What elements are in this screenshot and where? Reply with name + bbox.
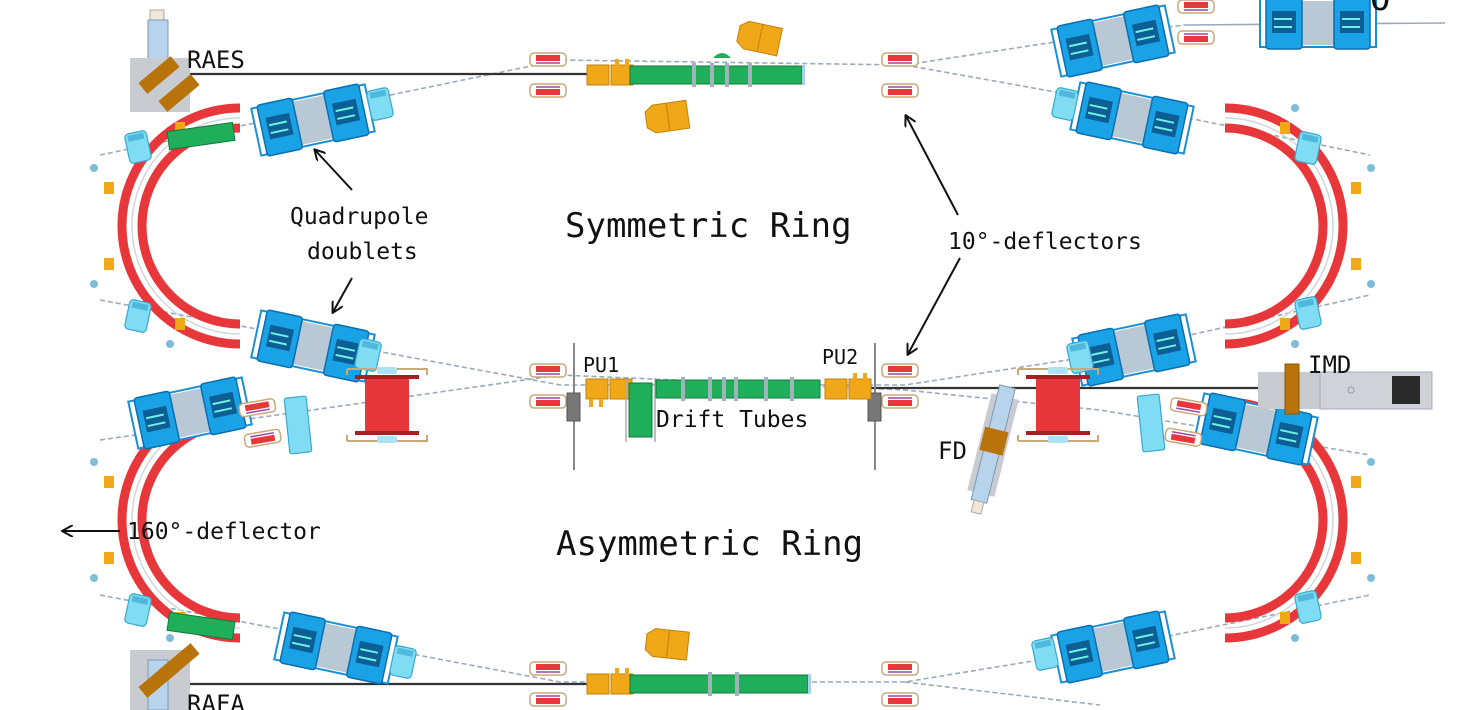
electrostatic-kicker <box>346 366 428 444</box>
arrow-10deg-lower <box>908 257 961 354</box>
pu2-label: PU2 <box>822 345 858 369</box>
asymmetric-ring-label: Asymmetric Ring <box>556 524 863 564</box>
orange-diagnostic <box>735 19 783 57</box>
imd-label: IMD <box>1308 351 1351 379</box>
rafa-source <box>130 643 200 710</box>
drift-tubes-upper <box>629 63 805 87</box>
quadrupole-doublet <box>1049 608 1177 686</box>
deflectors-10-label: 10°-deflectors <box>948 229 1142 255</box>
orange-diagnostic <box>643 99 691 135</box>
arrow-quadrupole-upper <box>315 150 353 191</box>
symmetric-ring-label: Symmetric Ring <box>565 206 852 246</box>
deflector-10 <box>529 363 567 409</box>
deflector-10 <box>881 661 919 707</box>
steerer <box>123 592 153 628</box>
valve <box>566 392 581 422</box>
fd-label: FD <box>938 437 967 465</box>
green-block <box>628 382 653 438</box>
green-dome <box>713 53 731 58</box>
rafa-label: RAFA <box>187 690 245 710</box>
deflector-10 <box>1177 0 1215 45</box>
quadrupole-doublet <box>1259 0 1377 50</box>
quadrupole-doublet <box>1049 2 1177 80</box>
quadrupole-label-line2: doublets <box>307 239 418 265</box>
drift-tubes-label: Drift Tubes <box>656 407 808 433</box>
raes-source <box>130 9 200 112</box>
quadrupole-doublet <box>249 81 377 159</box>
pickup-pu1 <box>585 378 633 407</box>
deflector-160-label: 160°-deflector <box>127 519 321 545</box>
faraday-detector-fd <box>967 384 1019 515</box>
pickup-electrode <box>586 58 634 86</box>
quadrupole-doublet <box>1070 311 1198 389</box>
quadrupole-doublet <box>249 307 377 385</box>
quadrupole-doublet <box>272 609 400 687</box>
pu1-label: PU1 <box>583 353 619 377</box>
steerer <box>123 129 153 165</box>
arrow-quadrupole-lower <box>333 277 353 312</box>
deflector-10 <box>881 52 919 98</box>
drift-tube-short <box>166 121 236 151</box>
orange-diagnostic <box>644 627 690 661</box>
vertical-steerer <box>1136 393 1166 453</box>
arrow-10deg-upper <box>906 116 959 216</box>
pickup-pu2 <box>824 372 872 400</box>
steerer <box>123 298 153 334</box>
drift-tube-short <box>166 611 236 641</box>
pickup-electrode <box>586 667 634 695</box>
imd-detector <box>1258 363 1433 415</box>
raes-label: RAES <box>187 46 245 74</box>
valve <box>867 392 882 422</box>
quadrupole-label-line1: Quadrupole <box>290 204 428 230</box>
top-right-partial-label: O <box>1370 0 1390 19</box>
deflector-10 <box>881 363 919 409</box>
electrostatic-kicker <box>1017 366 1099 444</box>
drift-tubes-central <box>655 377 821 401</box>
vertical-steerer <box>283 395 313 455</box>
quadrupole-doublet <box>1068 79 1196 157</box>
drift-tubes-lower <box>629 672 811 696</box>
